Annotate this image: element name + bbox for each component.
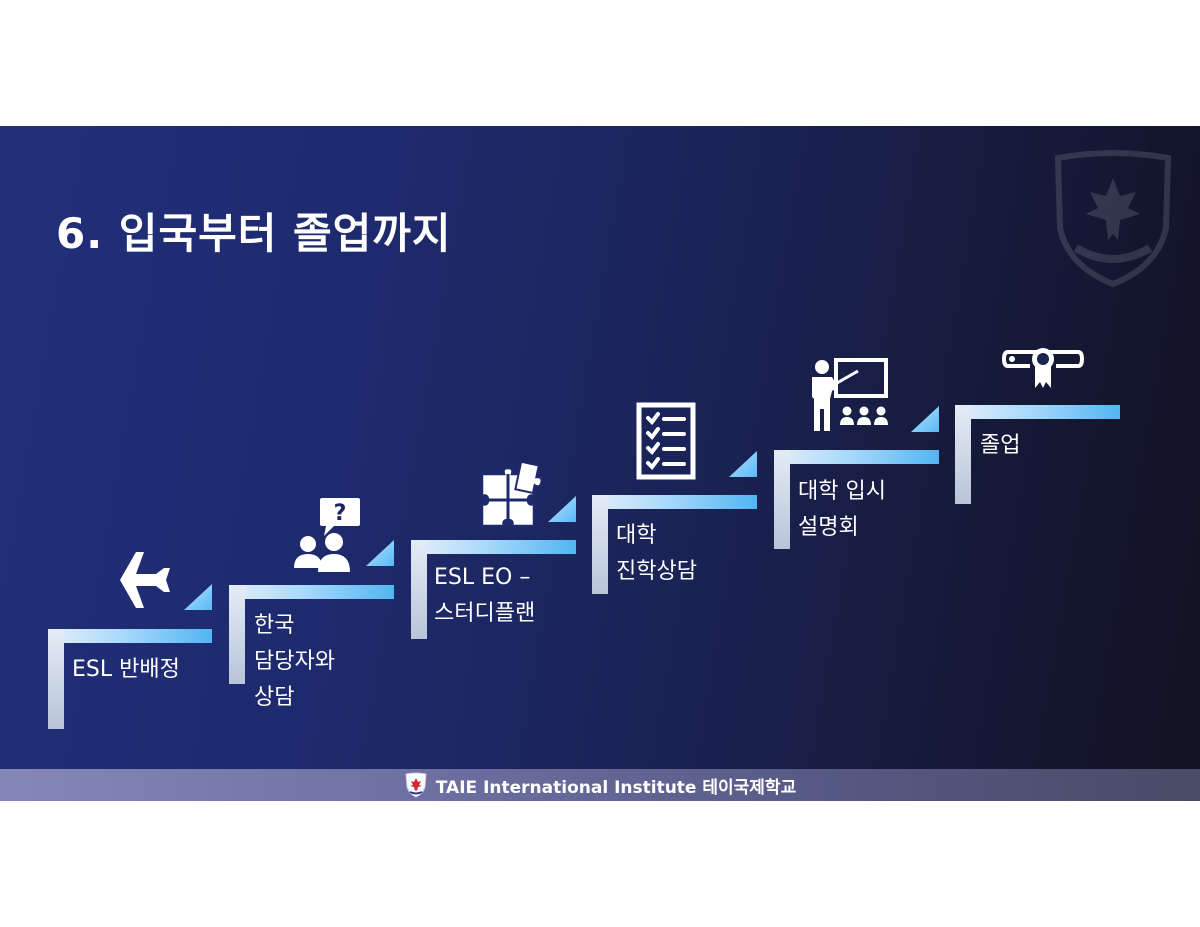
step-3-bar <box>411 540 576 639</box>
step-2-arrow-tip <box>366 540 394 566</box>
staircase-graphic <box>48 405 1120 729</box>
step-4-arrow-tip <box>729 451 757 477</box>
checklist-icon <box>636 402 696 480</box>
slide: 6. 입국부터 졸업까지 <box>0 126 1200 801</box>
step-6-label: 졸업 <box>980 433 1021 458</box>
step-3-arrow-tip <box>548 496 576 522</box>
step-5-arrow-tip <box>911 406 939 432</box>
puzzle-icon <box>480 462 543 528</box>
step-5-bar <box>774 450 939 549</box>
watermark-crest-icon <box>1054 150 1172 288</box>
school-crest-icon <box>405 772 427 798</box>
step-1-arrow-tip <box>184 584 212 610</box>
step-2-bar <box>229 585 394 684</box>
svg-text:?: ? <box>334 501 347 526</box>
consultation-people-icon: ? <box>294 498 360 572</box>
step-1-bar <box>48 629 212 729</box>
diploma-icon <box>1002 348 1084 388</box>
footer-bar: TAIE International Institute 테이국제학교 <box>0 769 1200 801</box>
step-3-label: ESL EO –스터디플랜 <box>434 565 536 626</box>
airplane-icon <box>100 552 170 608</box>
presentation-icon <box>812 358 888 431</box>
step-6-bar <box>955 405 1120 504</box>
footer-text: TAIE International Institute 테이국제학교 <box>435 777 797 798</box>
page-title: 6. 입국부터 졸업까지 <box>56 209 452 258</box>
step-4-bar <box>592 495 757 594</box>
step-1-label: ESL 반배정 <box>72 657 180 682</box>
